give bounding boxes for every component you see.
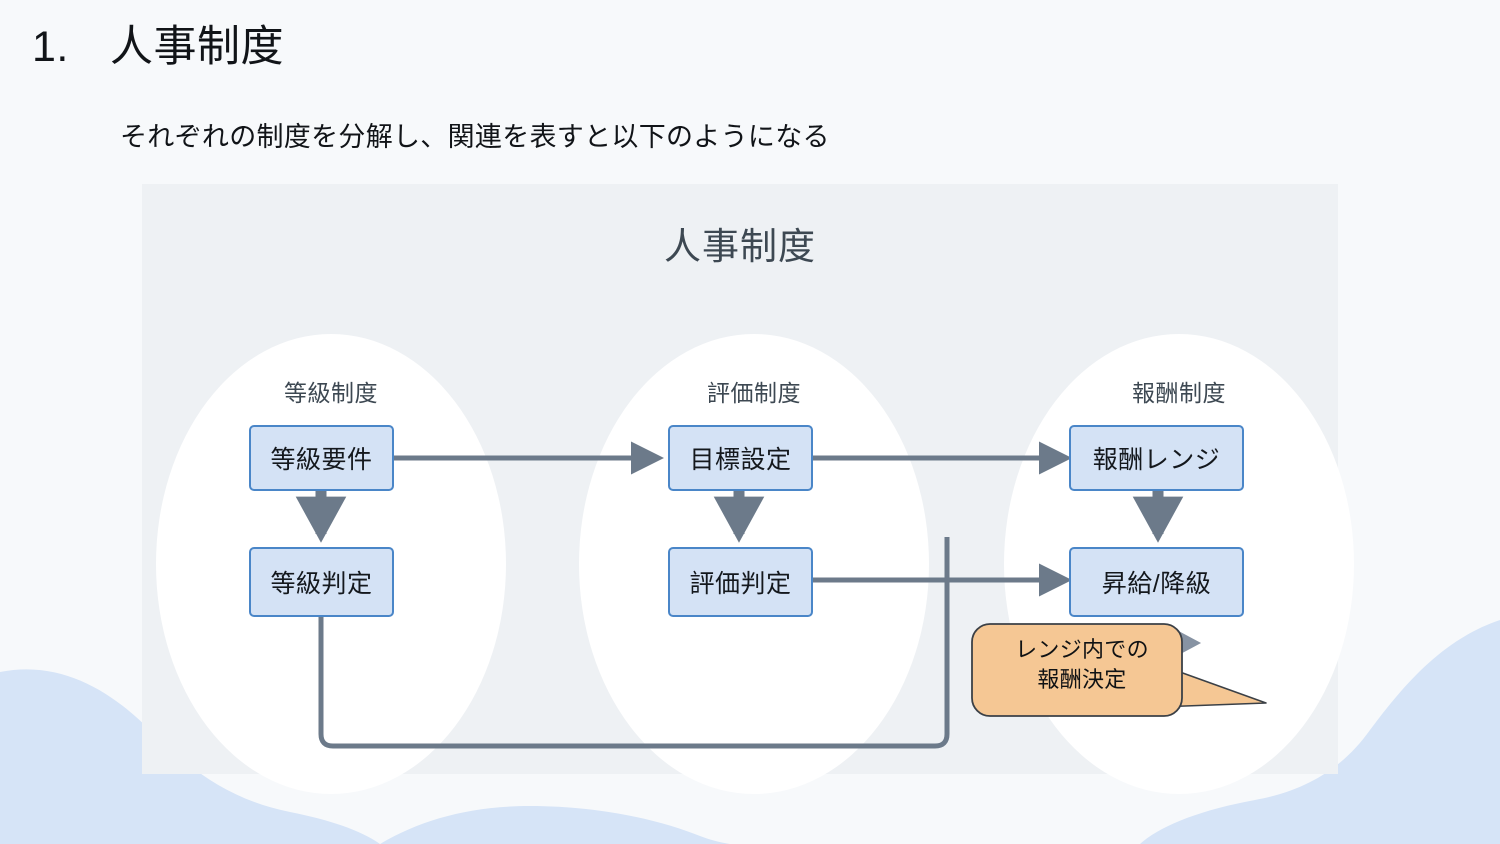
callout-line-1: レンジ内での xyxy=(1015,637,1149,662)
group-label-evaluation: 評価制度 xyxy=(707,380,801,406)
diagram-panel: 人事制度 等級制度 評価制度 報酬制度 等級要件 等 xyxy=(142,184,1354,794)
group-label-compensation: 報酬制度 xyxy=(1132,380,1226,406)
group-label-grade: 等級制度 xyxy=(284,380,378,406)
box-grade-judgement[interactable]: 等級判定 xyxy=(249,547,394,617)
box-grade-requirements[interactable]: 等級要件 xyxy=(249,425,394,491)
box-raise-demotion[interactable]: 昇給/降級 xyxy=(1069,547,1244,617)
page-subtitle: それぞれの制度を分解し、関連を表すと以下のようになる xyxy=(120,122,830,152)
wave-bottom-center xyxy=(380,806,840,844)
range-decision-callout[interactable]: レンジ内での 報酬決定 xyxy=(970,621,1280,721)
box-evaluation-judgement[interactable]: 評価判定 xyxy=(668,547,813,617)
connector-grade-judge-loop xyxy=(318,537,950,749)
diagram-title: 人事制度 xyxy=(664,226,816,267)
page-title-number: 1. xyxy=(32,23,69,71)
page-title-text: 人事制度 xyxy=(110,23,284,71)
callout-text: レンジ内での 報酬決定 xyxy=(988,635,1176,694)
page-title: 1. 人事制度 xyxy=(32,22,284,74)
box-goal-setting[interactable]: 目標設定 xyxy=(668,425,813,491)
callout-line-2: 報酬決定 xyxy=(1037,666,1127,692)
box-pay-range[interactable]: 報酬レンジ xyxy=(1069,425,1244,491)
